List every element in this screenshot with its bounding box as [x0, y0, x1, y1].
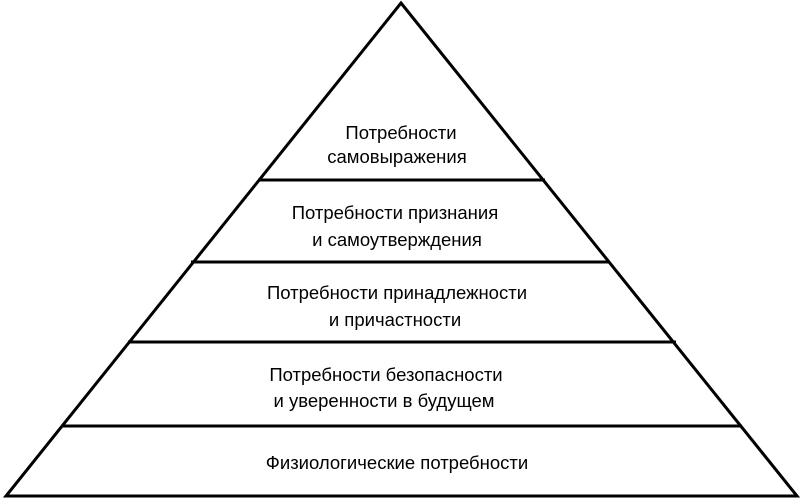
level-safety: Потребности безопасности и уверенности в…: [269, 364, 502, 411]
level-label-line: и самоутверждения: [312, 229, 482, 250]
level-label-line: Потребности признания: [292, 202, 499, 223]
level-esteem: Потребности признания и самоутверждения: [292, 202, 499, 250]
level-self-actualization: Потребности самовыражения: [327, 122, 466, 167]
level-label-line: и уверенности в будущем: [274, 390, 495, 411]
level-label-line: самовыражения: [327, 146, 466, 167]
level-label-line: и причастности: [329, 309, 461, 330]
level-physiological: Физиологические потребности: [266, 452, 528, 473]
level-label-line: Потребности безопасности: [269, 364, 502, 385]
level-label-line: Потребности принадлежности: [267, 282, 527, 303]
level-label-line: Физиологические потребности: [266, 452, 528, 473]
level-label-line: Потребности: [345, 122, 456, 143]
level-belonging: Потребности принадлежности и причастност…: [267, 282, 527, 330]
